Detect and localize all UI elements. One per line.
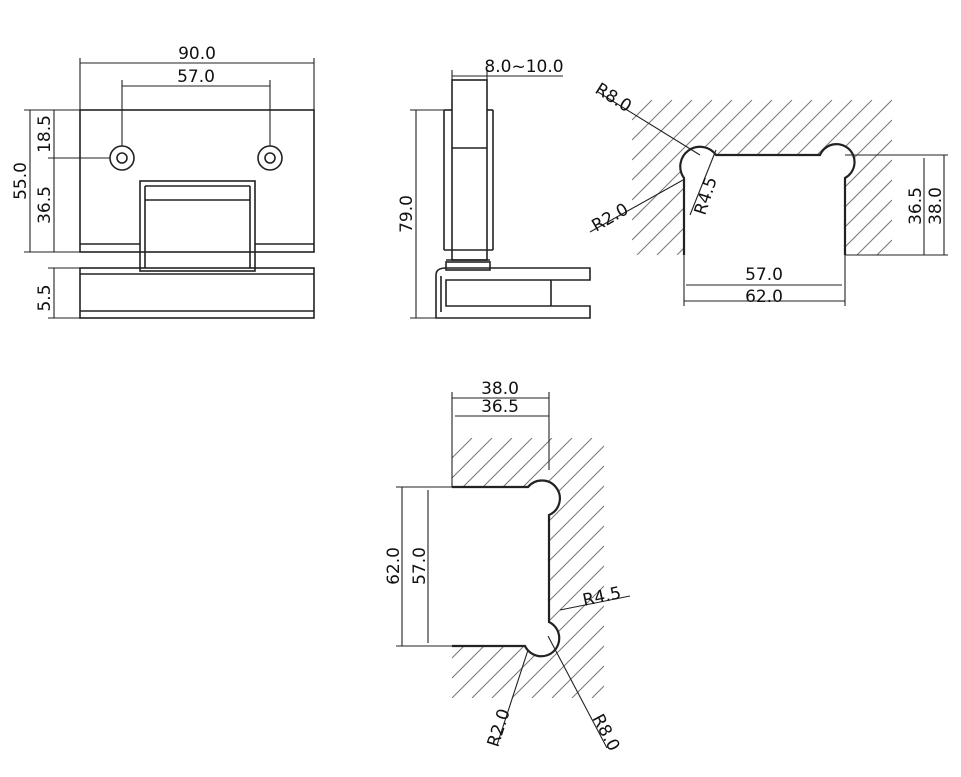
dim-depth-outer: 38.0 — [926, 187, 946, 225]
dim-inner-width: 57.0 — [745, 265, 783, 285]
label-v-radius-large: R8.0 — [588, 711, 624, 755]
dim-hole-spacing: 57.0 — [177, 67, 215, 87]
dim-top-to-hole: 18.5 — [35, 115, 55, 153]
label-radius-small: R2.0 — [589, 200, 633, 237]
dim-glass-thickness: 8.0~10.0 — [484, 57, 563, 77]
dim-height-total: 55.0 — [11, 162, 31, 200]
side-view: 8.0~10.0 79.0 — [397, 57, 591, 319]
label-v-radius-small: R2.0 — [484, 706, 515, 749]
dim-base-thickness: 5.5 — [35, 284, 55, 311]
dim-v-inner-height: 57.0 — [410, 547, 430, 585]
front-view: 90.0 57.0 18.5 55.0 36.5 5.5 — [11, 44, 315, 319]
label-v-radius-mid: R4.5 — [581, 583, 623, 611]
dim-depth-inner: 36.5 — [906, 187, 926, 225]
dim-side-height: 79.0 — [397, 195, 417, 233]
dim-hole-to-bottom: 36.5 — [35, 186, 55, 224]
dim-width-overall: 90.0 — [178, 44, 216, 64]
screw-hole-right-icon — [257, 145, 283, 171]
wall-cutout-vertical: 38.0 36.5 62.0 57.0 R4.5 R2.0 R8.0 — [384, 379, 631, 755]
dim-outer-width: 62.0 — [745, 287, 783, 307]
dim-v-outer-height: 62.0 — [384, 547, 404, 585]
screw-hole-left-icon — [109, 145, 135, 171]
dim-v-depth-outer: 38.0 — [481, 379, 519, 399]
dim-v-depth-inner: 36.5 — [481, 397, 519, 417]
wall-cutout-horizontal: 57.0 62.0 36.5 38.0 R8.0 R2.0 R4.5 — [589, 79, 948, 307]
